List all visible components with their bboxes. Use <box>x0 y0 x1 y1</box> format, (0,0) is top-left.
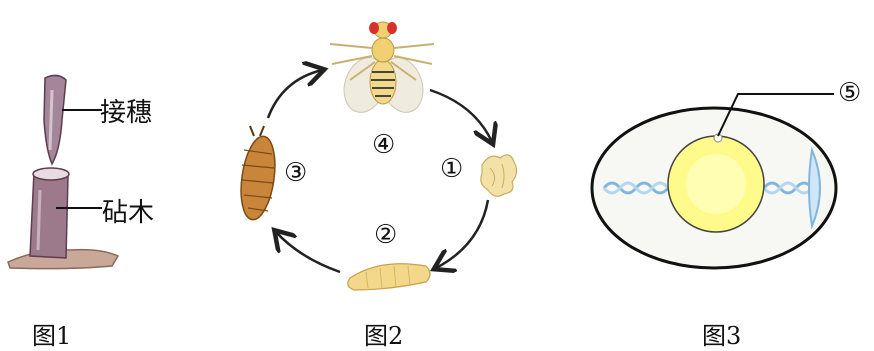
figure-3-egg-structure: ⑤ 图3 <box>560 0 874 349</box>
arrow-pupa-to-adult <box>268 70 322 118</box>
figure-1-caption: 图1 <box>32 316 71 351</box>
stage-1-label: ① <box>440 154 463 184</box>
pupa-image <box>236 126 279 222</box>
stage-2-label: ② <box>374 220 397 250</box>
figure-2-caption: 图2 <box>364 316 403 351</box>
arrow-adult-to-egg <box>430 90 492 142</box>
grafting-drawing <box>0 0 220 349</box>
adult-fly-image <box>330 22 434 118</box>
rootstock-cut <box>33 168 69 180</box>
scion-label: 接穗 <box>100 92 152 129</box>
figure-1-grafting: 接穗 砧木 图1 <box>0 0 220 349</box>
arrow-egg-to-larva <box>436 200 488 268</box>
rootstock-label: 砧木 <box>102 192 154 229</box>
egg-structure-drawing <box>560 0 874 349</box>
larva-image <box>348 264 430 290</box>
scion-stem <box>44 75 66 164</box>
figure-3-caption: 图3 <box>702 316 741 351</box>
marker-5-label: ⑤ <box>838 78 861 108</box>
stage-4-label: ④ <box>372 130 395 160</box>
egg-image <box>481 155 517 196</box>
rootstock-stem <box>30 172 68 258</box>
figure-2-life-cycle: ④ ① ② ③ 图2 <box>220 0 560 349</box>
stage-3-label: ③ <box>284 158 307 188</box>
arrow-larva-to-pupa <box>276 232 340 272</box>
life-cycle-drawing <box>220 0 560 349</box>
